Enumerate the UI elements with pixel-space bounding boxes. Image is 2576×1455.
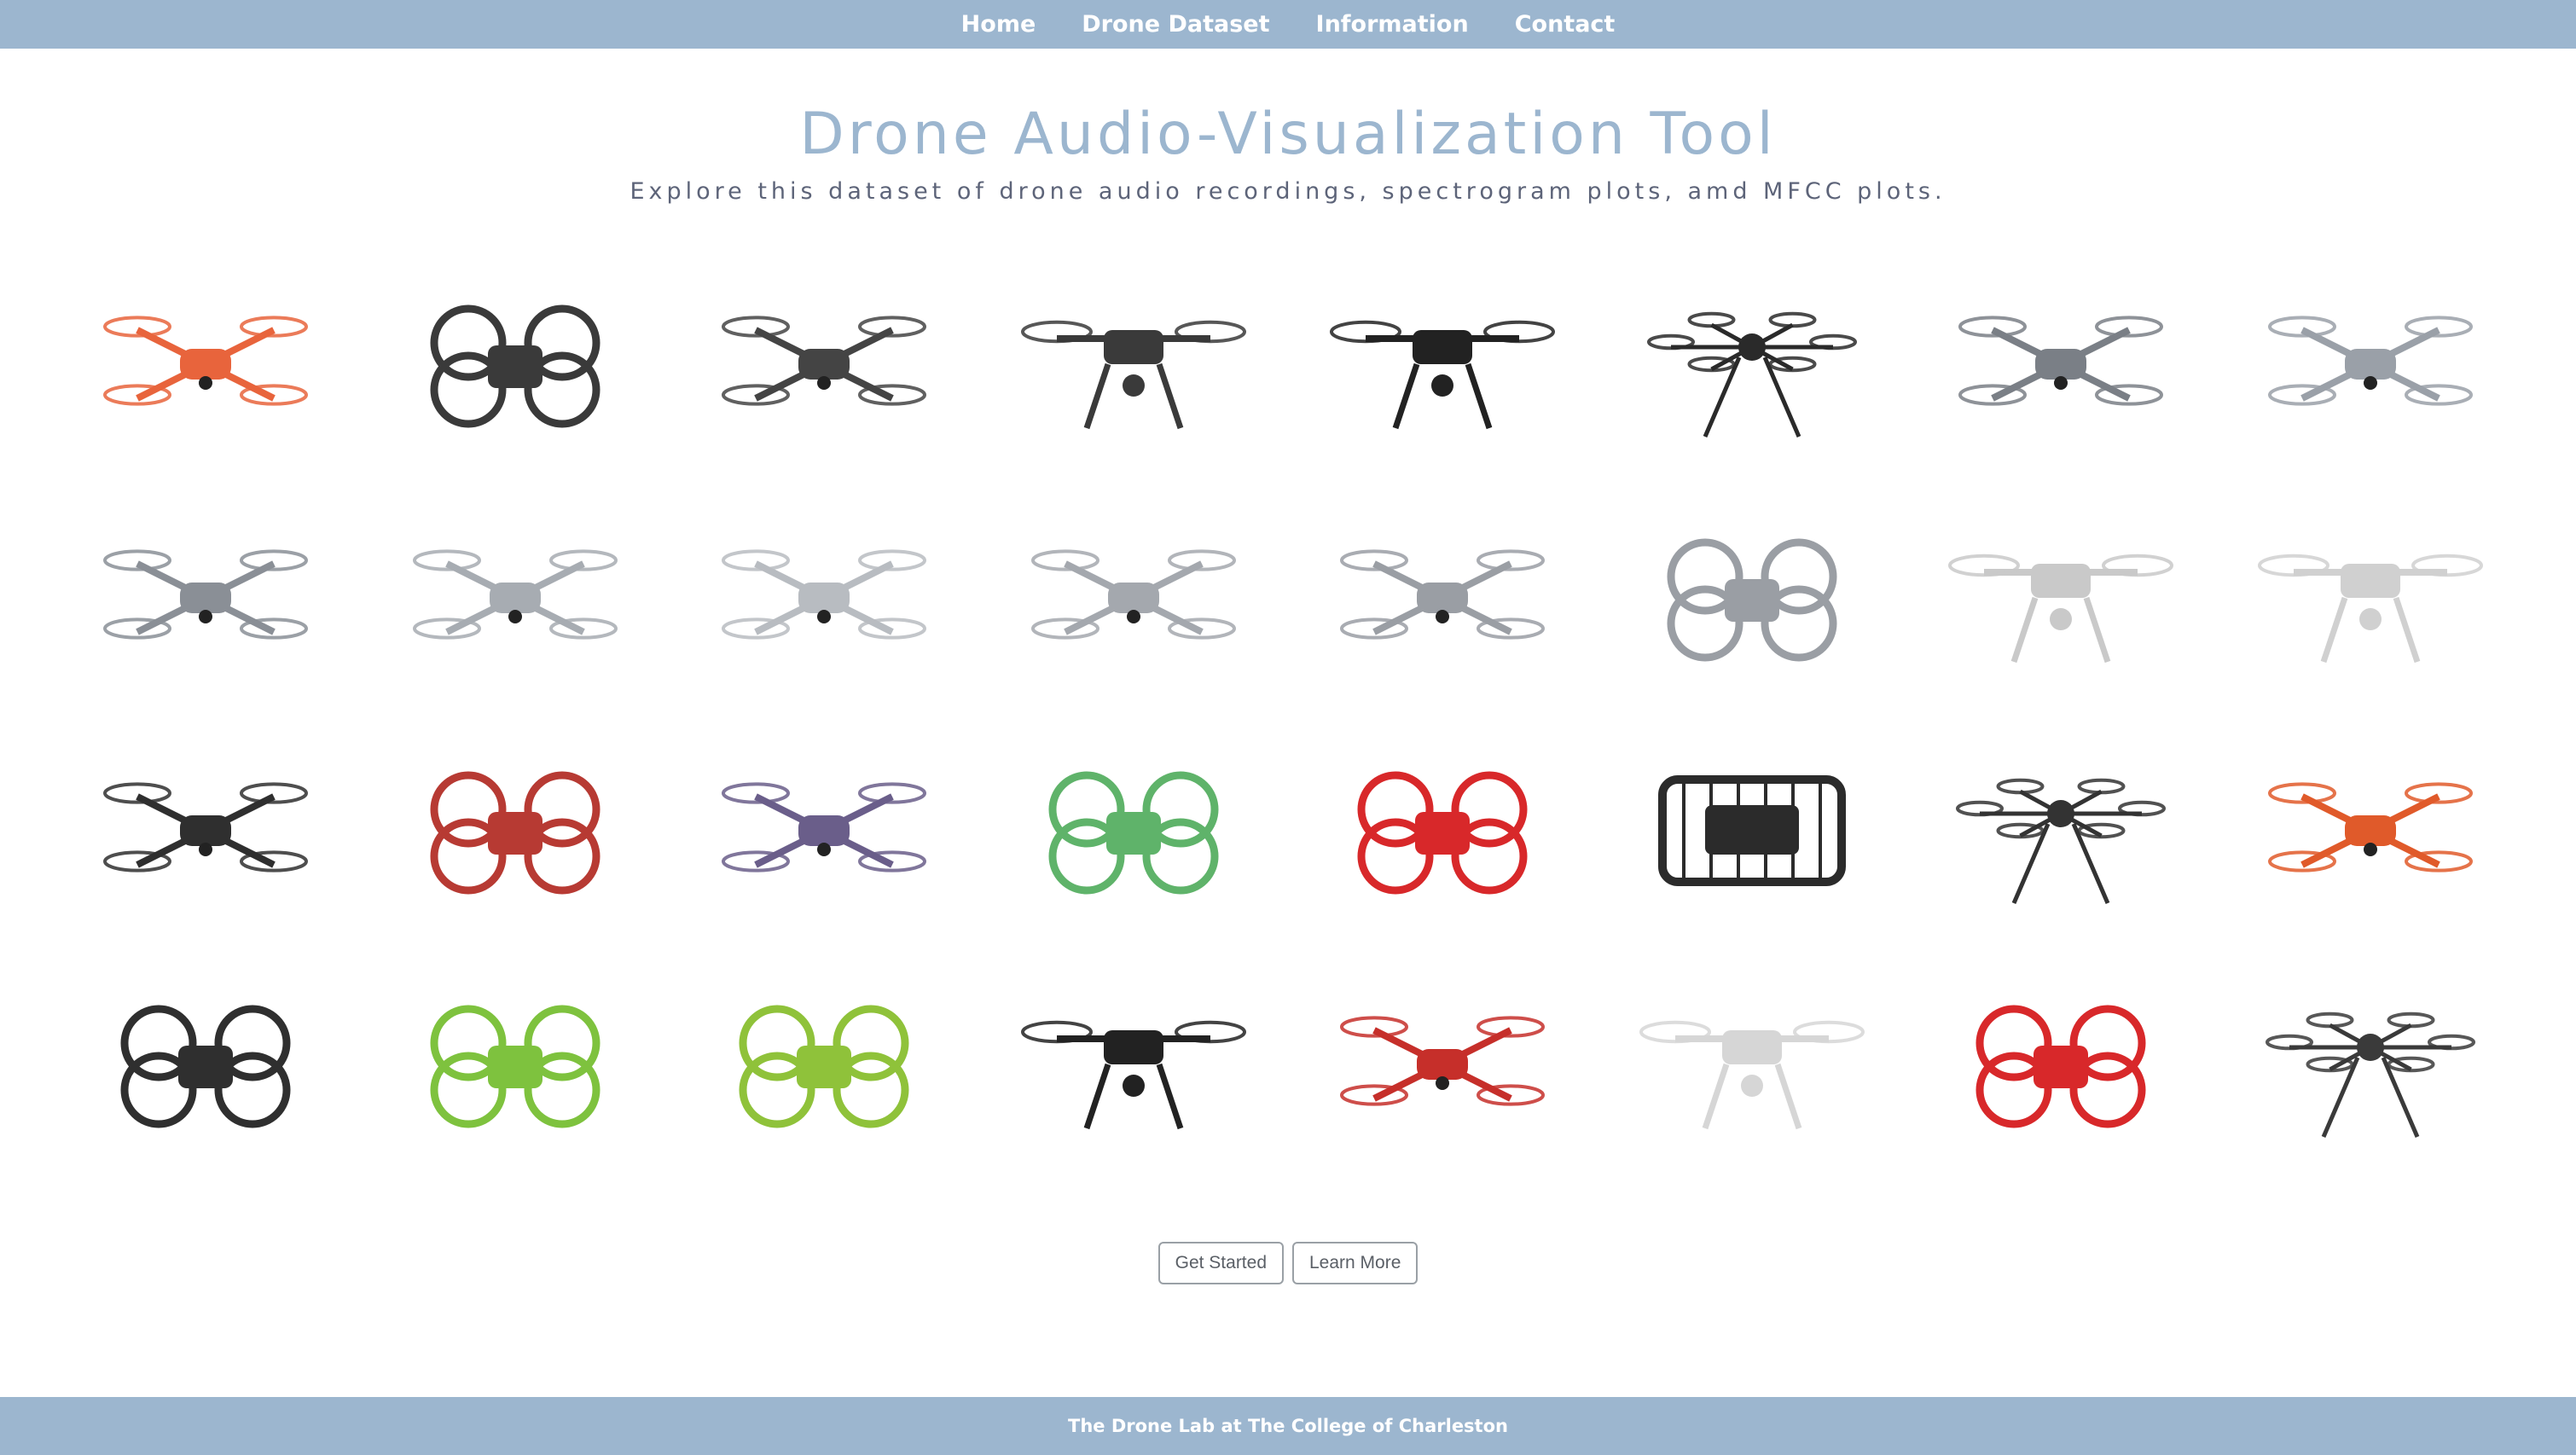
gimbal-drone-icon [1020, 1020, 1246, 1130]
ducted-fpv-drone-icon [739, 1005, 909, 1128]
drone-thumbnail[interactable] [1288, 481, 1598, 715]
ducted-fpv-drone-icon [1667, 538, 1837, 662]
ducted-fpv-drone-icon [430, 771, 600, 895]
ducted-fpv-drone-icon [1048, 771, 1219, 895]
quad-x-drone-icon [2267, 782, 2473, 873]
drone-thumbnail[interactable] [2216, 948, 2526, 1181]
drone-thumbnail[interactable] [670, 247, 979, 481]
quad-x-drone-icon [722, 548, 927, 640]
cage-drone-icon [1657, 775, 1846, 887]
drone-thumbnail[interactable] [1598, 481, 1907, 715]
drone-thumbnail[interactable] [1288, 715, 1598, 948]
quad-x-drone-icon [722, 782, 927, 873]
quad-x-drone-icon [103, 548, 309, 640]
drone-thumbnail[interactable] [1906, 948, 2216, 1181]
drone-thumbnail[interactable] [51, 481, 361, 715]
hexacopter-icon [2265, 1012, 2475, 1139]
gimbal-drone-icon [1020, 320, 1246, 429]
drone-thumbnail[interactable] [1598, 247, 1907, 481]
drone-thumbnail[interactable] [1906, 481, 2216, 715]
gimbal-drone-icon [1639, 1020, 1865, 1130]
hexacopter-icon [1646, 311, 1857, 438]
quad-x-drone-icon [103, 782, 309, 873]
drone-image-grid [51, 247, 2525, 1181]
drone-thumbnail[interactable] [2216, 715, 2526, 948]
nav-contact-link[interactable]: Contact [1514, 11, 1616, 38]
quad-x-drone-icon [103, 316, 309, 406]
drone-thumbnail[interactable] [979, 948, 1289, 1181]
ducted-fpv-drone-icon [120, 1005, 291, 1128]
quad-x-drone-icon [1340, 548, 1546, 640]
nav-drone-dataset-link[interactable]: Drone Dataset [1082, 11, 1270, 38]
drone-thumbnail[interactable] [670, 948, 979, 1181]
drone-thumbnail[interactable] [670, 715, 979, 948]
gimbal-drone-icon [1948, 554, 2174, 663]
drone-thumbnail[interactable] [670, 481, 979, 715]
drone-thumbnail[interactable] [1288, 247, 1598, 481]
ducted-fpv-drone-icon [1976, 1005, 2146, 1128]
hexacopter-icon [1956, 779, 2167, 905]
gimbal-drone-icon [2257, 554, 2483, 663]
drone-thumbnail[interactable] [361, 247, 670, 481]
drone-thumbnail[interactable] [2216, 481, 2526, 715]
get-started-button[interactable]: Get Started [1157, 1242, 1284, 1284]
ducted-fpv-drone-icon [1357, 771, 1528, 895]
drone-thumbnail[interactable] [1598, 948, 1907, 1181]
quad-x-drone-icon [2267, 316, 2473, 406]
drone-thumbnail[interactable] [361, 948, 670, 1181]
drone-thumbnail[interactable] [2216, 247, 2526, 481]
quad-x-drone-icon [1958, 316, 2164, 406]
drone-thumbnail[interactable] [1906, 247, 2216, 481]
quad-x-drone-icon [722, 316, 927, 406]
nav-information-link[interactable]: Information [1315, 11, 1469, 38]
drone-thumbnail[interactable] [979, 715, 1289, 948]
gimbal-drone-icon [1330, 320, 1556, 429]
learn-more-button[interactable]: Learn More [1292, 1242, 1419, 1284]
ducted-fpv-drone-icon [430, 1005, 600, 1128]
page-subtitle: Explore this dataset of drone audio reco… [629, 178, 1947, 205]
drone-thumbnail[interactable] [361, 481, 670, 715]
quad-x-drone-icon [412, 548, 618, 640]
drone-thumbnail[interactable] [51, 948, 361, 1181]
footer-text: The Drone Lab at The College of Charlest… [1068, 1416, 1508, 1436]
ducted-fpv-drone-icon [430, 304, 600, 428]
drone-thumbnail[interactable] [51, 247, 361, 481]
drone-thumbnail[interactable] [979, 481, 1289, 715]
top-navbar: Home Drone Dataset Information Contact [0, 0, 2576, 49]
quad-x-drone-icon [1030, 548, 1236, 640]
drone-thumbnail[interactable] [1906, 715, 2216, 948]
drone-thumbnail[interactable] [979, 247, 1289, 481]
drone-thumbnail[interactable] [1288, 948, 1598, 1181]
quad-x-drone-icon [1340, 1016, 1546, 1106]
nav-home-link[interactable]: Home [960, 11, 1036, 38]
drone-thumbnail[interactable] [1598, 715, 1907, 948]
footer: The Drone Lab at The College of Charlest… [0, 1397, 2576, 1455]
drone-thumbnail[interactable] [361, 715, 670, 948]
drone-thumbnail[interactable] [51, 715, 361, 948]
page-title: Drone Audio-Visualization Tool [799, 101, 1777, 168]
action-buttons: Get Started Learn More [0, 1242, 2576, 1284]
